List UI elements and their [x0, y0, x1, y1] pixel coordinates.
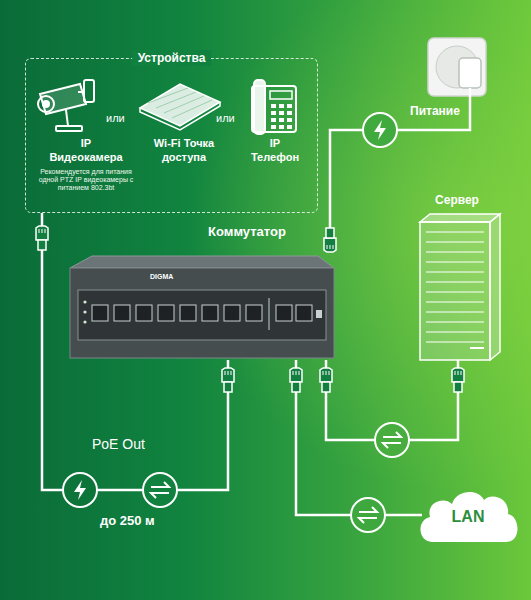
- access-point-icon: [140, 84, 220, 130]
- text-label: или: [216, 112, 235, 124]
- text-label: или: [106, 112, 125, 124]
- switch-box: Коммутатор: [68, 224, 336, 360]
- data-symbol: [375, 423, 409, 457]
- rj45-plug: [222, 368, 234, 392]
- cloud-label: LAN: [416, 486, 520, 526]
- text-label: до 250 м: [100, 513, 155, 528]
- text-label: DIGMA: [150, 273, 173, 280]
- cable-connector: [296, 360, 422, 515]
- server-box: Сервер: [410, 193, 504, 360]
- rj45-plug: [320, 368, 332, 392]
- power-symbol: [63, 473, 97, 507]
- device-note: Рекомендуется для питания одной PTZ IP в…: [32, 168, 140, 193]
- data-symbol: [143, 473, 177, 507]
- device-caption: IP Видеокамера: [45, 137, 127, 165]
- power-plug: [324, 228, 336, 252]
- edge-label: PoE Out: [92, 436, 145, 452]
- switch-illustration: [70, 256, 334, 358]
- rj45-plug: [452, 368, 464, 392]
- power-socket: [428, 38, 486, 96]
- server-title: Сервер: [410, 193, 504, 208]
- camera-icon: [38, 80, 94, 131]
- device-item: IP Телефон: [234, 73, 316, 165]
- device-caption: IP Телефон: [246, 137, 304, 165]
- switch-title: Коммутатор: [68, 224, 336, 240]
- device-item: IP ВидеокамераРекомендуется для питания …: [32, 73, 140, 193]
- cloud-shape: LAN: [416, 486, 520, 546]
- server-illustration: [420, 214, 500, 360]
- group-box: УстройстваIP ВидеокамераРекомендуется дл…: [25, 58, 318, 213]
- data-symbol: [351, 498, 385, 532]
- text-label: Питание: [410, 104, 460, 118]
- rj45-plug: [36, 226, 48, 250]
- rj45-plug: [290, 368, 302, 392]
- device-caption: Wi-Fi Точка доступа: [143, 137, 225, 165]
- power-symbol: [363, 113, 397, 147]
- phone-icon: [252, 80, 296, 134]
- group-title: Устройства: [132, 50, 212, 66]
